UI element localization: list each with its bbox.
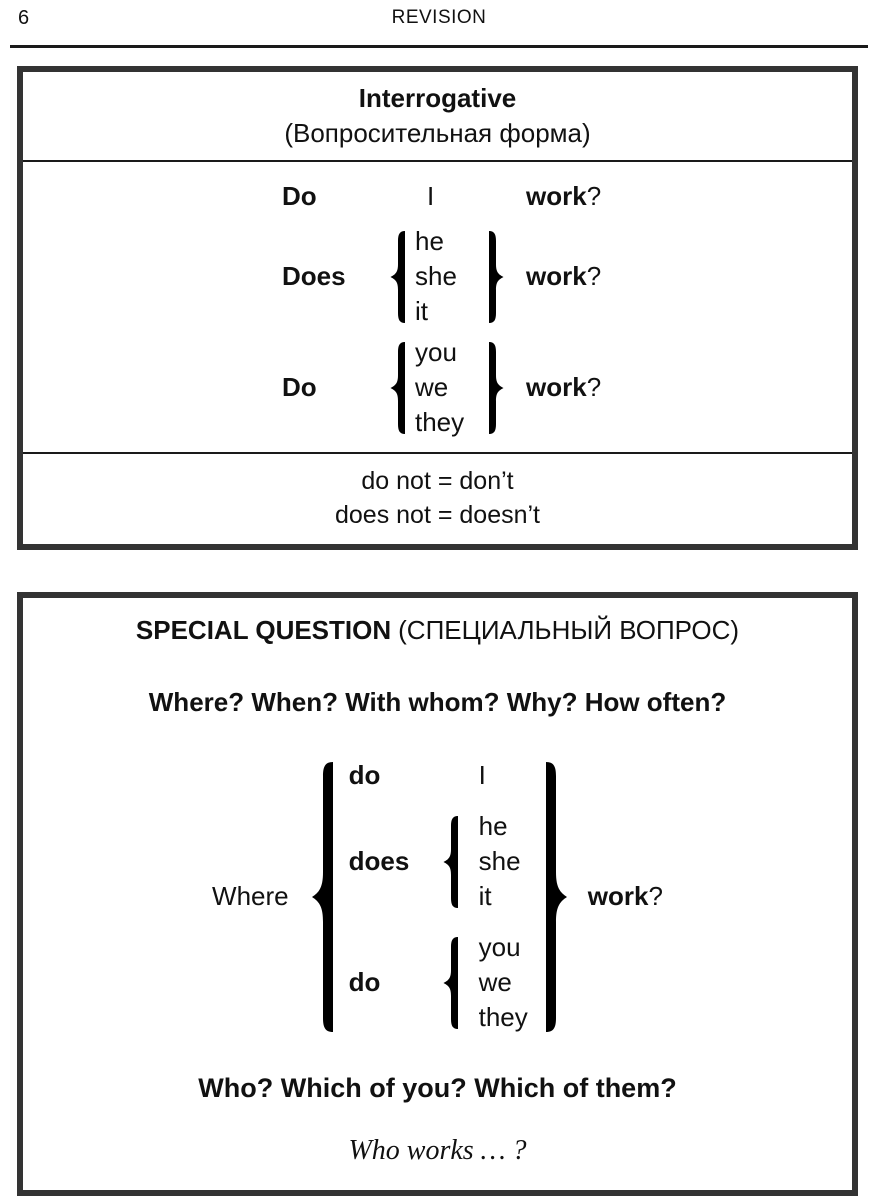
pronoun: it — [478, 881, 492, 911]
special-question-box: SPECIAL QUESTION(СПЕЦИАЛЬНЫЙ ВОПРОС) Whe… — [17, 592, 858, 1196]
aux-pronoun-column: do I does he she it do — [349, 758, 528, 1035]
pronoun-list: you we they — [479, 930, 528, 1035]
conjugation-row: Does he she it work? — [282, 224, 852, 329]
header-rule — [10, 45, 868, 48]
pronoun-list: you we they — [413, 335, 481, 440]
conjugation-row: Do you we they work? — [282, 335, 852, 440]
pronoun: it — [415, 296, 428, 326]
aux-label: Do — [282, 180, 317, 211]
question-mark: ? — [586, 180, 602, 211]
box2-title: SPECIAL QUESTION(СПЕЦИАЛЬНЫЙ ВОПРОС) — [23, 598, 852, 648]
conjugation-row: Do I work? — [282, 176, 852, 216]
verb-label: work? — [526, 261, 602, 291]
question-words-line: Where? When? With whom? Why? How often? — [148, 687, 727, 717]
pronoun-list: he she it — [479, 809, 521, 914]
right-brace-icon — [489, 341, 504, 434]
structure-group: does he she it — [349, 809, 528, 914]
pronoun-group: you we they — [386, 335, 526, 440]
pronoun: she — [478, 846, 521, 876]
pronoun: she — [415, 261, 457, 291]
box1-title: Interrogative — [358, 83, 517, 113]
page-header-title: REVISION — [391, 7, 487, 28]
question-mark: ? — [586, 261, 602, 291]
box1-subtitle: (Вопросительная форма) — [284, 118, 591, 148]
contraction-notes: do not = don’t does not = doesn’t — [23, 454, 852, 532]
pronoun: you — [415, 337, 457, 367]
pronoun-list: I — [479, 758, 486, 793]
structure-group: do you we they — [349, 930, 528, 1035]
left-brace-icon — [443, 815, 458, 908]
big-right-brace-icon — [545, 761, 567, 1032]
question-mark: ? — [586, 372, 602, 402]
structure-diagram: Where do I does he she it — [23, 758, 852, 1035]
verb-label: work? — [526, 372, 602, 402]
aux-label: do — [348, 967, 381, 997]
box2-title-ru: (СПЕЦИАЛЬНЫЙ ВОПРОС) — [398, 615, 740, 645]
left-brace-icon — [443, 936, 458, 1029]
right-brace-icon — [489, 230, 504, 323]
lead-question-word: Where — [212, 881, 289, 911]
left-brace-icon — [390, 341, 405, 434]
left-brace-icon — [390, 230, 405, 323]
pronoun-list: I — [386, 179, 434, 214]
aux-label: do — [348, 760, 381, 790]
pronoun: I — [427, 180, 435, 211]
pronoun: he — [415, 226, 444, 256]
verb-label: work? — [587, 881, 663, 911]
interrogative-box: Interrogative (Вопросительная форма) Do … — [17, 66, 858, 550]
pronoun-list: he she it — [413, 224, 481, 329]
page-number: 6 — [18, 7, 30, 29]
conjugation-table: Do I work? Does he she it — [23, 162, 852, 454]
question-mark: ? — [648, 881, 663, 911]
pronoun: they — [478, 1002, 528, 1032]
big-left-brace-icon — [311, 761, 333, 1032]
box2-title-en: SPECIAL QUESTION — [135, 615, 392, 645]
contraction-note: does not = doesn’t — [334, 501, 541, 529]
pronoun: I — [478, 760, 486, 790]
pronoun: we — [478, 967, 512, 997]
verb-label: work? — [526, 180, 602, 211]
pronoun: you — [478, 932, 521, 962]
pronoun: we — [415, 372, 449, 402]
aux-label: Does — [282, 261, 346, 291]
aux-label: does — [348, 846, 410, 876]
pronoun: they — [415, 407, 465, 437]
contraction-note: do not = don’t — [361, 467, 514, 495]
structure-group: do I — [349, 758, 528, 793]
interrogative-box-header: Interrogative (Вопросительная форма) — [23, 72, 852, 162]
pronoun-group: I — [386, 179, 526, 214]
running-head: 6 REVISION — [0, 4, 878, 48]
aux-label: Do — [282, 372, 317, 402]
example-sentence: Who works … ? — [348, 1135, 527, 1166]
subject-questions-line: Who? Which of you? Which of them? — [198, 1073, 677, 1103]
pronoun: he — [478, 811, 508, 841]
pronoun-group: he she it — [386, 224, 526, 329]
